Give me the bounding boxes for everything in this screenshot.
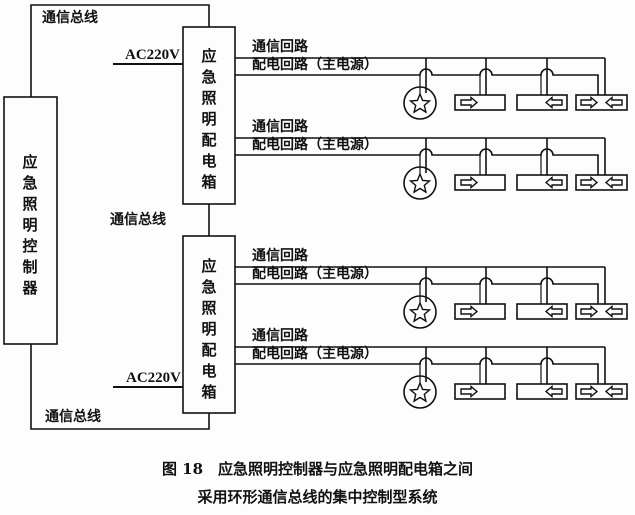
power-circuit-label: 配电回路（主电源） — [252, 137, 378, 153]
star-lamp-icon — [408, 172, 432, 194]
star-lamp-icon — [408, 381, 432, 403]
communication-bus-top — [30, 4, 210, 97]
star-lamp-icon — [408, 301, 432, 323]
bus-label-bottom: 通信总线 — [45, 409, 101, 425]
bus-label-top: 通信总线 — [42, 10, 98, 26]
distribution-panel-box — [182, 235, 236, 414]
arrow-left-icon — [460, 385, 479, 398]
power-circuit-label: 配电回路（主电源） — [252, 346, 378, 362]
arrow-right-icon — [544, 385, 563, 398]
comm-circuit-label: 通信回路 — [252, 119, 308, 135]
distribution-panel-box — [182, 26, 236, 205]
arrow-right-icon — [544, 176, 563, 189]
exit-sign-right — [516, 383, 568, 400]
controller-label: 应急照明控制器 — [22, 153, 38, 297]
exit-sign-bidirectional — [575, 303, 628, 320]
arrow-left-icon — [460, 96, 479, 109]
panel-label-1: 应急照明配电箱 — [201, 47, 217, 191]
star-lamp-icon — [408, 92, 432, 114]
panel-label-2: 应急照明配电箱 — [201, 257, 217, 401]
exit-sign-left — [454, 383, 506, 400]
arrow-right-icon — [544, 305, 563, 318]
arrow-right-icon — [604, 176, 623, 189]
exit-sign-right — [516, 94, 568, 111]
power-circuit-label: 配电回路（主电源） — [252, 57, 378, 73]
comm-circuit-label: 通信回路 — [252, 248, 308, 264]
exit-sign-left — [454, 174, 506, 191]
exit-sign-right — [516, 303, 568, 320]
power-input-label-2: AC220V — [126, 370, 181, 386]
exit-sign-right — [516, 174, 568, 191]
comm-circuit-label: 通信回路 — [252, 328, 308, 344]
emergency-lamp — [403, 166, 437, 200]
arrow-left-icon — [580, 305, 599, 318]
caption-line-2: 采用环形通信总线的集中控制型系统 — [197, 488, 438, 506]
controller-box — [3, 96, 58, 345]
power-input-label-1: AC220V — [125, 47, 180, 63]
arrow-left-icon — [460, 305, 479, 318]
arrow-right-icon — [604, 96, 623, 109]
communication-bus-bottom — [30, 344, 210, 430]
exit-sign-left — [454, 303, 506, 320]
exit-sign-bidirectional — [575, 94, 628, 111]
bus-label-middle: 通信总线 — [110, 212, 166, 228]
power-circuit-label: 配电回路（主电源） — [252, 266, 378, 282]
arrow-right-icon — [544, 96, 563, 109]
emergency-lamp — [403, 86, 437, 120]
arrow-left-icon — [460, 176, 479, 189]
caption-line-1: 图 18 应急照明控制器与应急照明配电箱之间 — [161, 460, 474, 478]
arrow-right-icon — [604, 305, 623, 318]
arrow-left-icon — [580, 176, 599, 189]
arrow-left-icon — [580, 385, 599, 398]
arrow-right-icon — [604, 385, 623, 398]
emergency-lamp — [403, 375, 437, 409]
comm-circuit-label: 通信回路 — [252, 39, 308, 55]
exit-sign-left — [454, 94, 506, 111]
exit-sign-bidirectional — [575, 174, 628, 191]
emergency-lamp — [403, 295, 437, 329]
arrow-left-icon — [580, 96, 599, 109]
exit-sign-bidirectional — [575, 383, 628, 400]
